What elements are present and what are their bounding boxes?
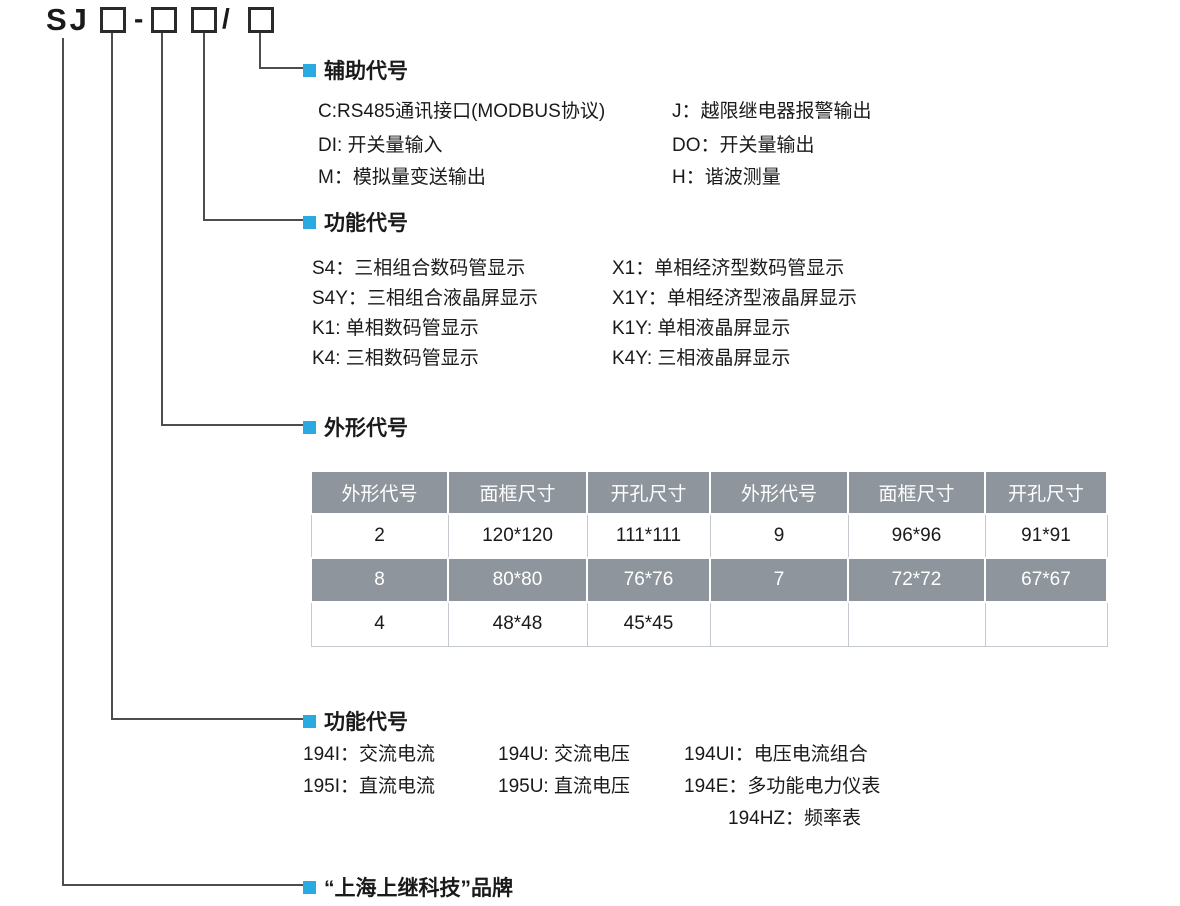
- table-cell: 8: [310, 557, 449, 603]
- table-cell: [984, 601, 1108, 647]
- display-item: X1Y：单相经济型液晶屏显示: [612, 288, 857, 309]
- table-row: 8 80*80 76*76 7 72*72 67*67: [310, 557, 1108, 603]
- display-code-box: [191, 7, 217, 33]
- table-header-cell: 面框尺寸: [847, 470, 986, 515]
- connector-function-horizontal: [111, 718, 305, 720]
- connector-function-vertical: [111, 33, 113, 720]
- section-function-title: 功能代号: [303, 706, 408, 736]
- section-display-title: 功能代号: [303, 207, 408, 237]
- function-item: 195I：直流电流: [303, 776, 435, 797]
- table-header-cell: 外形代号: [310, 470, 449, 515]
- table-header-cell: 外形代号: [709, 470, 849, 515]
- connector-brand-horizontal: [62, 884, 305, 886]
- section-auxiliary-title: 辅助代号: [303, 55, 408, 85]
- table-header-row: 外形代号 面框尺寸 开孔尺寸 外形代号 面框尺寸 开孔尺寸: [310, 470, 1108, 515]
- function-item: 194HZ：频率表: [728, 808, 862, 829]
- bullet-icon: [303, 420, 316, 434]
- table-header-cell: 开孔尺寸: [586, 470, 711, 515]
- table-cell: 4: [310, 601, 449, 647]
- table-cell: 67*67: [984, 557, 1108, 603]
- shape-code-table: 外形代号 面框尺寸 开孔尺寸 外形代号 面框尺寸 开孔尺寸 2 120*120 …: [310, 470, 1108, 647]
- display-item: K4Y: 三相液晶屏显示: [612, 348, 791, 369]
- aux-item: H：谐波测量: [672, 167, 781, 188]
- table-cell: 45*45: [586, 601, 711, 647]
- function-item: 195U: 直流电压: [498, 776, 630, 797]
- table-cell: [709, 601, 849, 647]
- table-cell: 120*120: [447, 513, 588, 559]
- table-cell: 91*91: [984, 513, 1108, 559]
- display-item: K1: 单相数码管显示: [312, 318, 479, 339]
- bullet-icon: [303, 880, 316, 894]
- aux-item: DO：开关量输出: [672, 135, 815, 156]
- auxiliary-code-box: [248, 7, 274, 33]
- section-title-text: 功能代号: [324, 711, 408, 734]
- aux-item: M：模拟量变送输出: [318, 167, 486, 188]
- table-cell: 9: [709, 513, 849, 559]
- aux-item: C:RS485通讯接口(MODBUS协议): [318, 101, 606, 122]
- bullet-icon: [303, 714, 316, 728]
- function-item: 194E：多功能电力仪表: [684, 776, 881, 797]
- hyphen-separator: -: [134, 3, 144, 34]
- connector-auxiliary-horizontal: [259, 67, 305, 69]
- connector-brand-vertical: [62, 38, 64, 886]
- shape-code-box: [151, 7, 177, 33]
- table-cell: 76*76: [586, 557, 711, 603]
- brand-label: “上海上继科技”品牌: [324, 877, 513, 900]
- connector-shape-vertical: [161, 33, 163, 426]
- bullet-icon: [303, 215, 316, 229]
- table-row: 2 120*120 111*111 9 96*96 91*91: [310, 513, 1108, 559]
- table-cell: [847, 601, 986, 647]
- table-header-cell: 开孔尺寸: [984, 470, 1108, 515]
- connector-auxiliary-vertical: [259, 33, 261, 69]
- table-cell: 2: [310, 513, 449, 559]
- model-prefix: SJ: [46, 2, 90, 37]
- connector-display-vertical: [203, 33, 205, 221]
- function-item: 194I：交流电流: [303, 744, 435, 765]
- display-item: X1：单相经济型数码管显示: [612, 258, 845, 279]
- table-cell: 96*96: [847, 513, 986, 559]
- function-code-box: [100, 7, 126, 33]
- table-header-cell: 面框尺寸: [447, 470, 588, 515]
- aux-item: DI: 开关量输入: [318, 135, 443, 156]
- slash-separator: /: [222, 3, 230, 34]
- table-cell: 80*80: [447, 557, 588, 603]
- function-item: 194UI：电压电流组合: [684, 744, 868, 765]
- section-shape-title: 外形代号: [303, 412, 408, 442]
- function-item: 194U: 交流电压: [498, 744, 630, 765]
- section-title-text: 功能代号: [324, 212, 408, 235]
- table-cell: 48*48: [447, 601, 588, 647]
- table-cell: 72*72: [847, 557, 986, 603]
- bullet-icon: [303, 63, 316, 77]
- section-title-text: 外形代号: [324, 417, 408, 440]
- table-cell: 111*111: [586, 513, 711, 559]
- display-item: K1Y: 单相液晶屏显示: [612, 318, 791, 339]
- section-brand-title: “上海上继科技”品牌: [303, 872, 513, 902]
- display-item: S4：三相组合数码管显示: [312, 258, 526, 279]
- display-item: S4Y：三相组合液晶屏显示: [312, 288, 538, 309]
- connector-shape-horizontal: [161, 424, 305, 426]
- display-item: K4: 三相数码管显示: [312, 348, 479, 369]
- aux-item: J：越限继电器报警输出: [672, 101, 872, 122]
- table-cell: 7: [709, 557, 849, 603]
- section-title-text: 辅助代号: [324, 60, 408, 83]
- connector-display-horizontal: [203, 219, 305, 221]
- table-row: 4 48*48 45*45: [310, 601, 1108, 647]
